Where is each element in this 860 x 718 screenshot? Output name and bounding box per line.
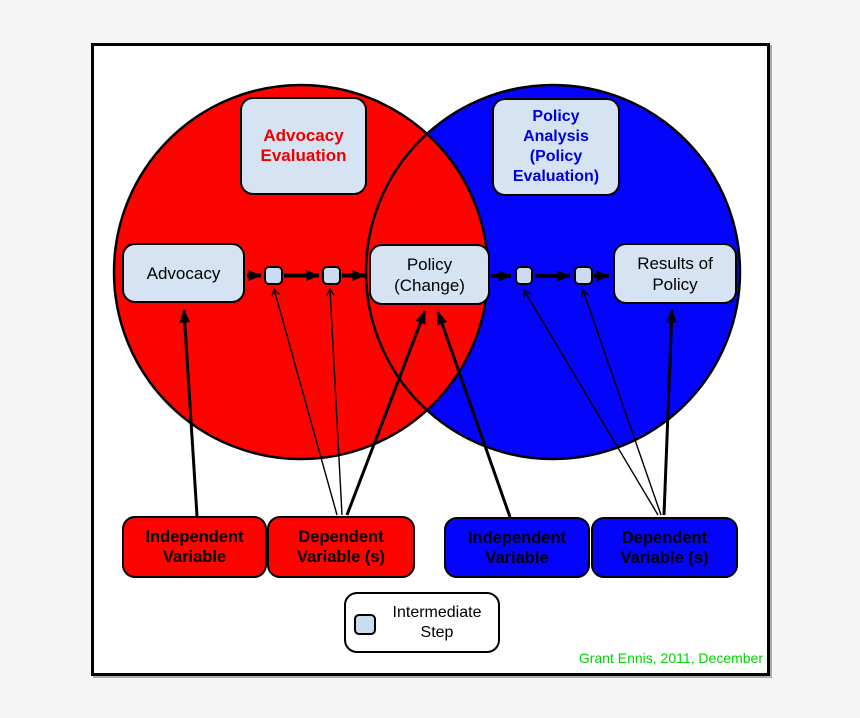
policy-dependent-variable-box: Dependent Variable (s) [591, 517, 738, 578]
advocacy-independent-variable-box: Independent Variable [122, 516, 267, 578]
arrow-independent-to-advocacy [179, 309, 199, 517]
advocacy-evaluation-label: Advocacy Evaluation [240, 97, 367, 195]
arrow-dependent-to-results [662, 309, 678, 516]
arrow-dependent-to-step4 [580, 288, 662, 516]
arrow-dependent-to-policy [345, 310, 427, 516]
advocacy-evaluation-circle [114, 85, 488, 459]
advocacy-box: Advocacy [122, 243, 245, 303]
intermediate-step-marker-1 [264, 266, 283, 285]
intermediate-step-marker-4 [574, 266, 593, 285]
policy-analysis-label: Policy Analysis (Policy Evaluation) [492, 98, 620, 196]
policy-independent-variable-box: Independent Variable [444, 517, 590, 578]
results-of-policy-box: Results of Policy [613, 243, 737, 304]
intermediate-step-marker-2 [322, 266, 341, 285]
policy-change-box: Policy (Change) [369, 244, 490, 305]
arrow-independent-to-policy [436, 311, 512, 518]
intermediate-step-legend-icon [354, 614, 376, 635]
arrow-dependent-to-step1 [271, 287, 338, 516]
intermediate-step-marker-3 [515, 266, 533, 285]
credit-text: Grant Ennis, 2011, December [578, 650, 763, 666]
arrow-dependent-to-step2 [326, 287, 343, 516]
legend-label: Intermediate Step [392, 603, 482, 641]
advocacy-dependent-variable-box: Dependent Variable (s) [267, 516, 415, 578]
arrow-dependent-to-step3 [523, 288, 659, 516]
legend-box: Intermediate Step [344, 592, 500, 653]
policy-analysis-circle-outline [364, 83, 742, 461]
